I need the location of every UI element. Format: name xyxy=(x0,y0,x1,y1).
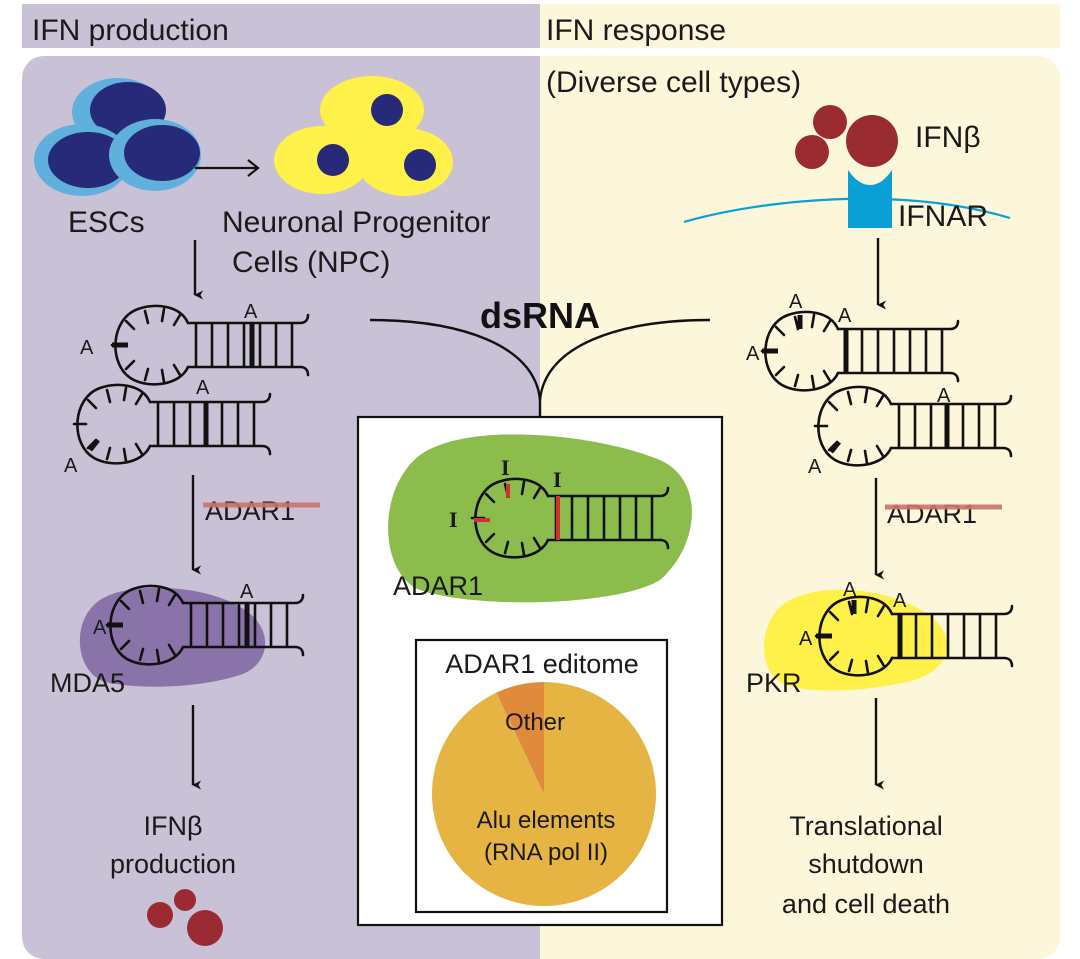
dsrna-label: dsRNA xyxy=(480,295,600,336)
dsrna-arrow-left xyxy=(369,318,542,401)
a-label: A xyxy=(937,385,951,407)
right-header-bar xyxy=(540,4,1060,48)
a-label: A xyxy=(893,590,907,612)
npc-label-1: Neuronal Progenitor xyxy=(222,206,491,239)
editome-title: ADAR1 editome xyxy=(445,649,639,679)
ifnb-molecules-icon xyxy=(147,889,223,946)
npc-cluster-icon xyxy=(274,76,453,196)
left-header-bar xyxy=(22,4,540,48)
mda5-label: MDA5 xyxy=(50,668,125,698)
pkr-label: PKR xyxy=(746,668,802,698)
pie-label-other: Other xyxy=(505,709,565,736)
a-label: A xyxy=(240,581,254,603)
edited-hairpin xyxy=(470,477,670,559)
a-label: A xyxy=(64,455,78,477)
a-label: A xyxy=(838,305,852,327)
left-adar1-struck: ADAR1 xyxy=(205,496,295,526)
dsrna-arrow-right xyxy=(538,318,711,460)
pie-label-alu-1: Alu elements xyxy=(477,807,616,834)
right-outcome-1: Translational xyxy=(789,811,943,841)
ifnar-receptor-icon xyxy=(848,170,892,228)
right-header: IFN response xyxy=(546,14,726,47)
left-outcome-2: production xyxy=(110,849,236,879)
cell-membrane xyxy=(683,197,1011,224)
left-hairpin-1 xyxy=(110,304,310,386)
adar1-label: ADAR1 xyxy=(393,571,483,601)
inosine-label: I xyxy=(553,467,562,492)
esc-label: ESCs xyxy=(68,206,145,239)
left-header: IFN production xyxy=(32,14,229,47)
right-hairpin-1 xyxy=(760,310,960,392)
mda5-blob xyxy=(79,587,266,687)
right-hairpin-3 xyxy=(814,595,1014,677)
adar1-blob xyxy=(388,434,692,603)
npc-label-2: Cells (NPC) xyxy=(232,246,390,279)
pie-slice-other xyxy=(496,682,544,794)
inosine-label: I xyxy=(449,507,458,532)
a-label: A xyxy=(789,291,803,313)
a-label: A xyxy=(93,617,107,639)
inosine-label: I xyxy=(501,455,510,480)
a-label: A xyxy=(808,456,822,478)
a-label: A xyxy=(799,628,813,650)
left-outcome-1: IFNβ xyxy=(143,811,202,841)
right-hairpin-2 xyxy=(813,385,1013,467)
ifnar-label: IFNAR xyxy=(898,200,988,233)
a-label: A xyxy=(196,377,210,399)
a-label: A xyxy=(244,301,258,323)
right-subheader: (Diverse cell types) xyxy=(546,66,801,99)
ifnb-ligand-icon xyxy=(795,105,898,169)
left-hairpin-2 xyxy=(72,383,272,465)
left-hairpin-3 xyxy=(105,584,305,666)
esc-cluster-icon xyxy=(34,78,201,196)
right-outcome-2: shutdown xyxy=(808,849,924,879)
a-label: A xyxy=(746,343,760,365)
right-adar1-struck: ADAR1 xyxy=(887,499,977,529)
a-label: A xyxy=(843,579,857,601)
ifnb-label: IFNβ xyxy=(915,121,981,154)
editome-pie-chart xyxy=(431,682,657,906)
a-label: A xyxy=(80,337,94,359)
right-outcome-3: and cell death xyxy=(782,889,950,919)
pie-label-alu-2: (RNA pol II) xyxy=(484,839,608,866)
